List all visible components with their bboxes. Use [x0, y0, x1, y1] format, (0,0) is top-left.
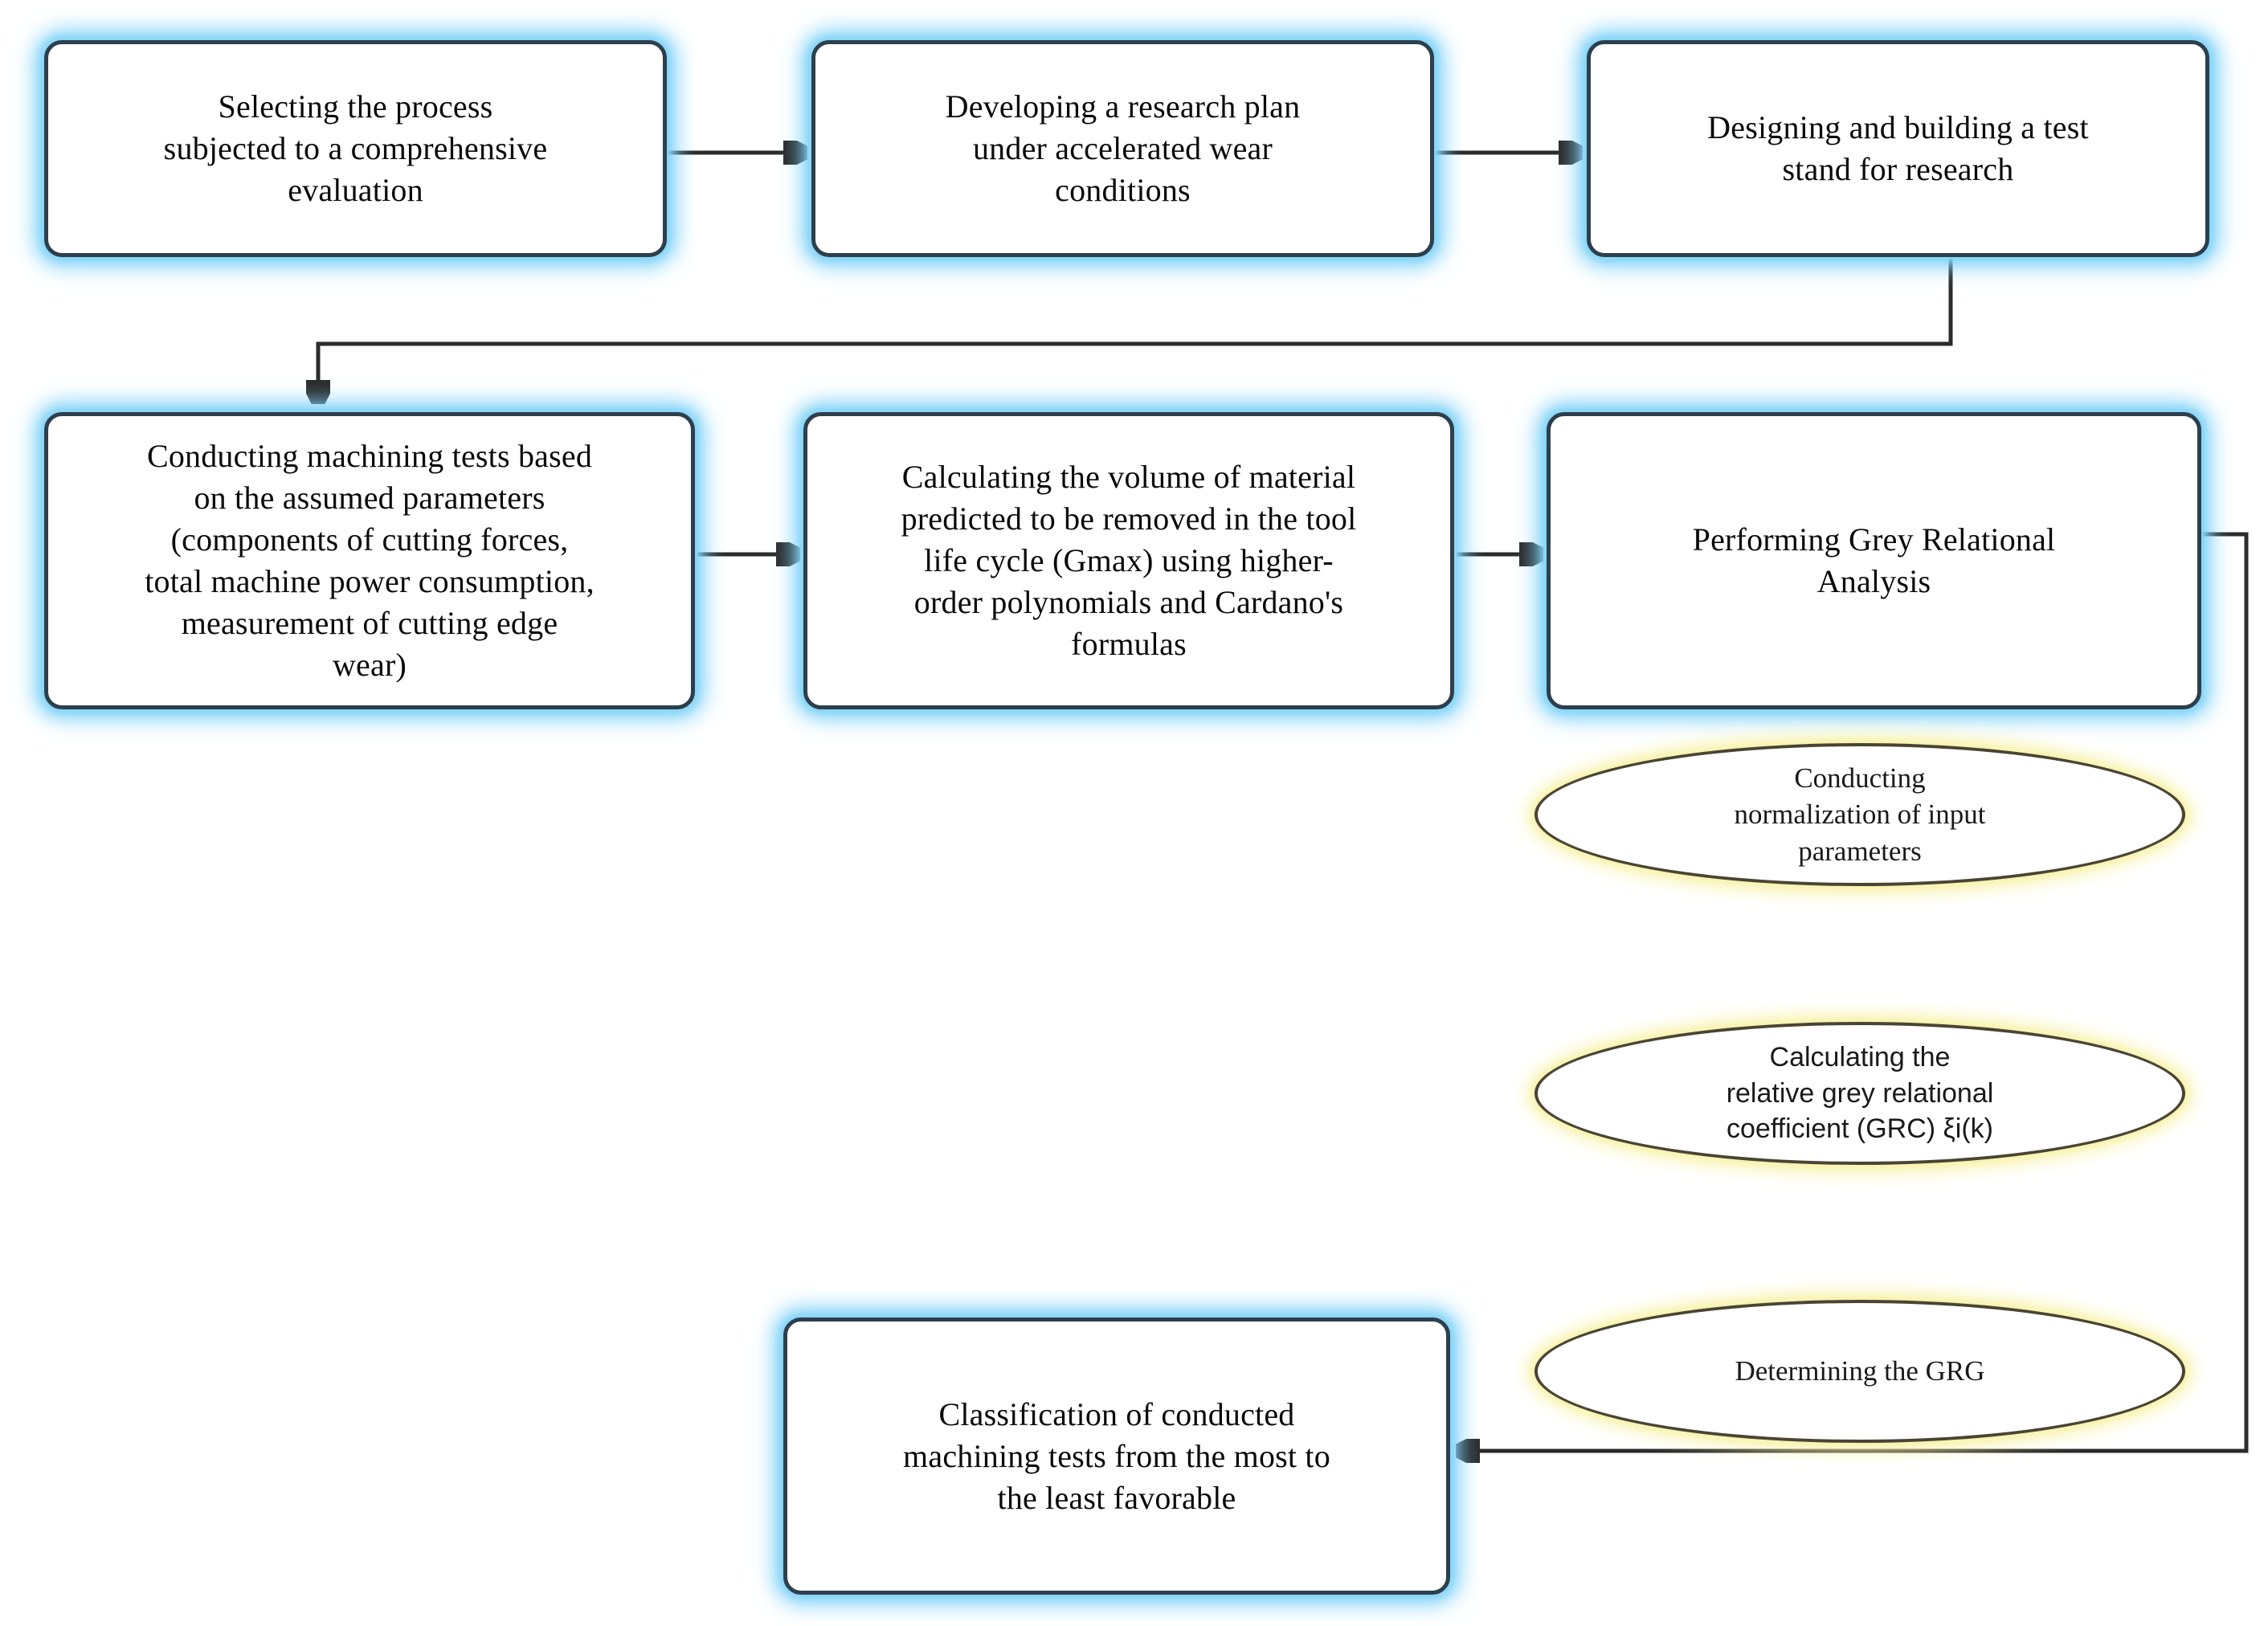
node-label: Performing Grey Relational Analysis [1692, 521, 2056, 599]
node-test-stand[interactable]: Designing and building a test stand for … [1587, 40, 2209, 257]
node-label: Conducting machining tests based on the … [145, 438, 595, 683]
node-label: Conducting normalization of input parame… [1734, 762, 1986, 867]
node-label: Calculating the relative grey relational… [1726, 1041, 1994, 1145]
node-grey-relational-analysis[interactable]: Performing Grey Relational Analysis [1547, 412, 2201, 709]
node-normalization[interactable]: Conducting normalization of input parame… [1534, 743, 2185, 886]
node-classification[interactable]: Classification of conducted machining te… [783, 1318, 1450, 1595]
node-volume-calculation[interactable]: Calculating the volume of material predi… [803, 412, 1454, 709]
node-machining-tests[interactable]: Conducting machining tests based on the … [44, 412, 695, 709]
node-label: Developing a research plan under acceler… [945, 88, 1301, 208]
node-select-process[interactable]: Selecting the process subjected to a com… [44, 40, 667, 257]
node-label: Calculating the volume of material predi… [901, 459, 1357, 662]
node-research-plan[interactable]: Developing a research plan under acceler… [811, 40, 1434, 257]
node-grg[interactable]: Determining the GRG [1534, 1300, 2185, 1443]
node-grc[interactable]: Calculating the relative grey relational… [1534, 1022, 2185, 1165]
node-label: Classification of conducted machining te… [903, 1395, 1330, 1516]
node-label: Selecting the process subjected to a com… [163, 88, 548, 208]
node-label: Determining the GRG [1735, 1355, 1985, 1387]
edge-teststand-to-machiningtests [318, 259, 1953, 402]
node-label: Designing and building a test stand for … [1707, 109, 2089, 187]
